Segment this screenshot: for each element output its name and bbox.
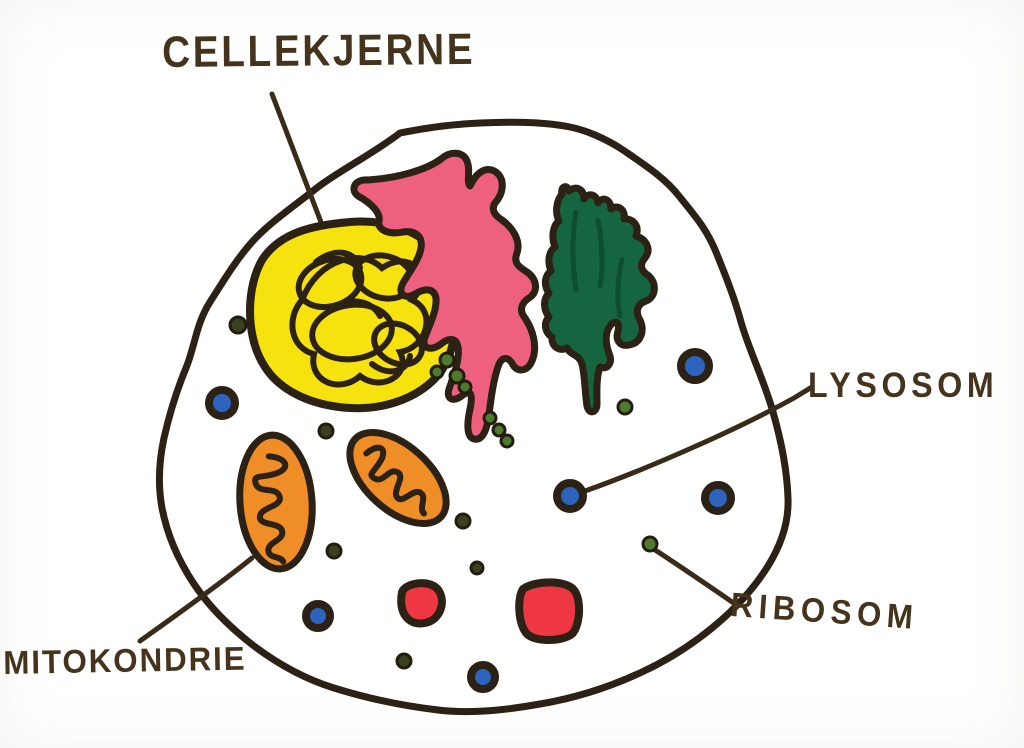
lysosome <box>677 348 713 384</box>
lysosome <box>302 600 334 632</box>
ribosome-dot <box>641 535 659 553</box>
lysosome <box>467 661 499 693</box>
red-vesicle-left <box>397 579 446 628</box>
red-vesicle-right <box>515 578 583 644</box>
ribosome-dot <box>448 367 466 385</box>
ribosome-dot <box>491 422 507 438</box>
lysosome <box>701 481 735 515</box>
label-line-cellekjerne <box>269 91 327 233</box>
ribosome-dot <box>454 512 472 530</box>
label-cellekjerne: CELLEKJERNE <box>162 24 476 77</box>
lysosomes <box>205 348 735 693</box>
endoplasmic-reticulum <box>350 149 539 443</box>
ribosomes <box>228 315 659 670</box>
label-line-ribosom <box>649 545 741 609</box>
ribosome-dot <box>469 560 485 576</box>
ribosome-dot <box>395 652 413 670</box>
label-line-mitokondrie <box>137 555 255 644</box>
ribosome-dot <box>228 315 248 335</box>
ribosome-dot <box>616 398 634 416</box>
ribosome-dot <box>438 351 456 369</box>
mitochondrion-right <box>346 428 450 528</box>
ribosome-dot <box>317 422 335 440</box>
label-line-lysosom <box>582 384 815 494</box>
mitochondrion-left <box>236 431 316 573</box>
lysosome <box>205 386 239 420</box>
label-mitokondrie: MITOKONDRIE <box>3 639 247 681</box>
ribosome-dot <box>499 433 515 449</box>
ribosome-dot <box>457 379 473 395</box>
ribosome-dot <box>482 410 498 426</box>
ribosome-dot <box>429 364 445 380</box>
ribosome-dot <box>325 542 343 560</box>
lysosome <box>553 479 587 513</box>
label-lysosom: LYSOSOM <box>808 366 999 405</box>
golgi-inner-lines <box>570 209 625 319</box>
